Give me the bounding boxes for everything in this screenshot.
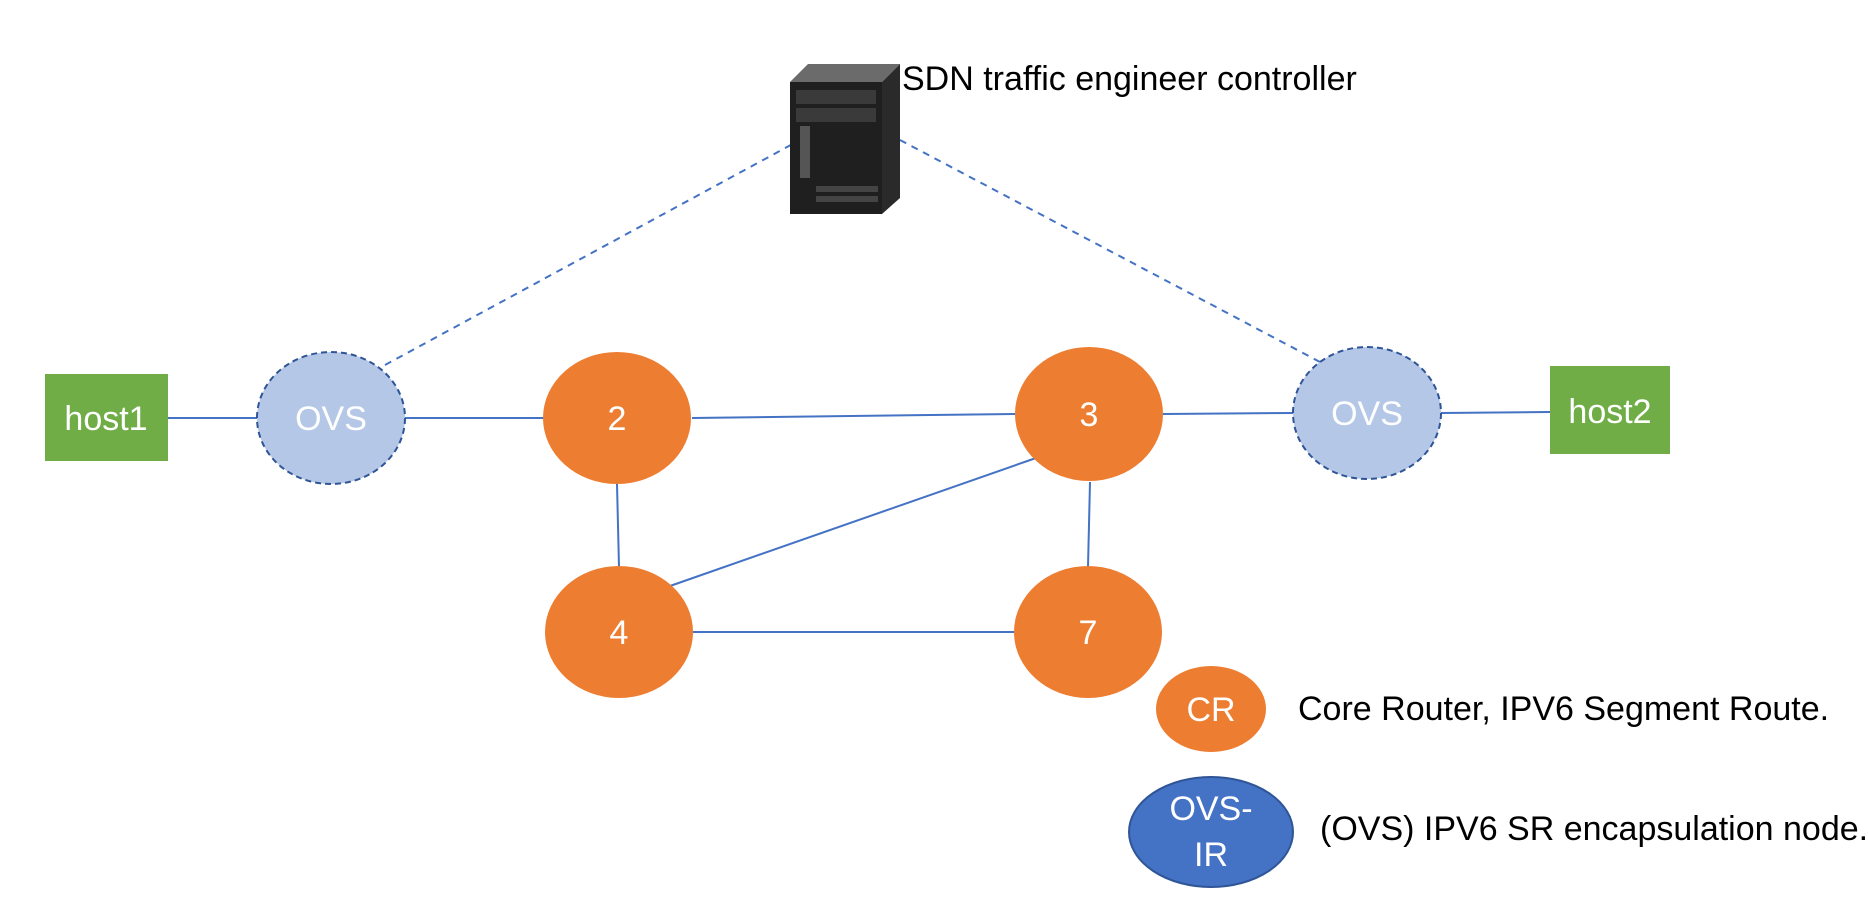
legend-ovs-ir-description: (OVS) IPV6 SR encapsulation node. [1320,810,1868,848]
router-2-label: 2 [608,400,627,438]
control-link-left [384,139,801,366]
host1-node: host1 [45,374,168,461]
router-4-label: 4 [610,614,629,652]
legend-core-router: CR Core Router, IPV6 Segment Route. [1156,666,1829,752]
host2-label: host2 [1568,393,1651,431]
link-r3-r7 [1087,481,1091,568]
link-r2-r4 [616,483,620,568]
ovs-left-node: OVS [256,351,406,485]
ovs-left-label: OVS [295,400,367,438]
legend-cr-description: Core Router, IPV6 Segment Route. [1298,690,1829,728]
router-4-node: 4 [545,566,693,698]
host2-node: host2 [1550,366,1670,454]
link-ovs-host2 [1440,411,1551,414]
router-3-label: 3 [1080,396,1099,434]
legend-cr-symbol: CR [1186,691,1235,729]
host1-label: host1 [64,400,147,438]
legend-ovs-ir-symbol-line1: OVS- [1169,790,1252,828]
router-3-node: 3 [1015,347,1163,481]
server-tower-icon [790,64,900,214]
legend-ovs-ir-symbol-line2: IR [1194,836,1228,874]
controller-label: SDN traffic engineer controller [902,60,1357,98]
link-r3-r4 [669,457,1037,587]
router-7-node: 7 [1014,566,1162,698]
ovs-right-label: OVS [1331,395,1403,433]
router-2-node: 2 [543,352,691,484]
control-link-right [899,139,1321,363]
link-r3-ovs [1162,412,1295,415]
legend-ovs-ir: OVS- IR (OVS) IPV6 SR encapsulation node… [1128,776,1868,888]
link-r2-r3 [691,413,1016,419]
ovs-right-node: OVS [1292,346,1442,480]
router-7-label: 7 [1079,614,1098,652]
